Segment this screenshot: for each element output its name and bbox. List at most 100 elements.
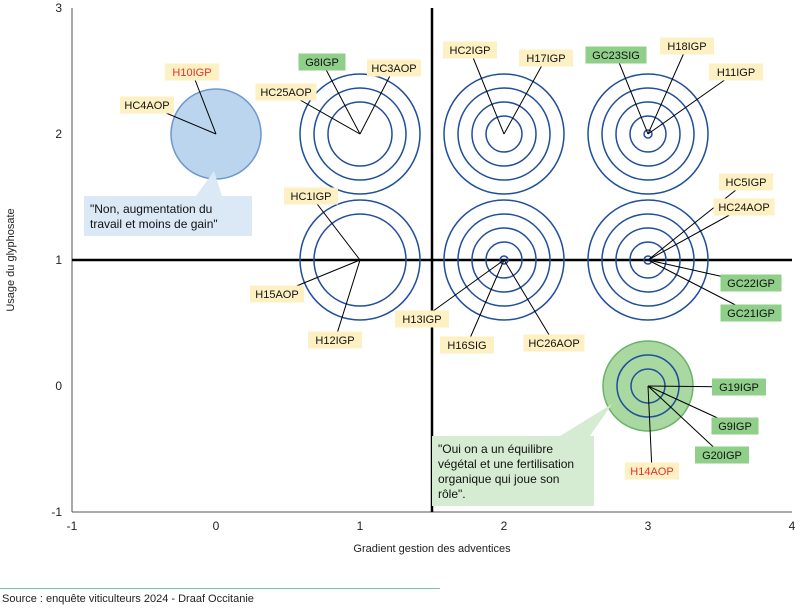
leader-line <box>310 195 361 261</box>
x-tick-label: -1 <box>67 519 78 533</box>
leader-line <box>647 259 752 314</box>
leader-line <box>421 259 505 320</box>
point-label-box <box>713 198 775 216</box>
y-tick-label: 3 <box>55 1 62 15</box>
group-ring <box>299 199 421 321</box>
point-label-text: G9IGP <box>718 421 752 433</box>
leader-line <box>503 57 547 135</box>
point-label-box <box>308 331 362 349</box>
point-label: GC23SIG <box>585 46 647 64</box>
annotation-box <box>432 436 594 506</box>
point-label-box <box>660 37 714 55</box>
leader-line <box>647 181 747 261</box>
group-ring <box>643 129 653 139</box>
point-label: H11IGP <box>709 63 763 81</box>
point-label-box <box>298 53 346 71</box>
group-ring <box>471 227 537 293</box>
x-axis-title: Gradient gestion des adventices <box>353 543 511 555</box>
point-label-text: HC24AOP <box>718 202 769 214</box>
point-label-box <box>284 187 338 205</box>
point-label-box <box>711 417 759 435</box>
point-label: HC25AOP <box>255 83 317 101</box>
group-ring <box>299 73 421 195</box>
point-label-box <box>120 96 174 114</box>
point-label-box <box>720 304 782 322</box>
point-label-text: HC26AOP <box>528 338 579 350</box>
point-label-text: H16SIG <box>447 340 486 352</box>
point-label: H15AOP <box>250 285 304 303</box>
group-ring <box>457 213 551 307</box>
point-label: HC5IGP <box>719 173 773 191</box>
group-ring <box>587 73 709 195</box>
y-tick-label: 0 <box>55 379 62 393</box>
leader-line <box>647 385 723 456</box>
group-ring <box>443 199 565 321</box>
point-label: HC3AOP <box>367 59 421 77</box>
annotation-text-line: travail et moins de gain" <box>90 217 218 231</box>
point-label-text: G20IGP <box>702 450 742 462</box>
point-label-box <box>709 63 763 81</box>
point-label: HC24AOP <box>713 198 775 216</box>
point-label-box <box>712 378 766 396</box>
point-label: H18IGP <box>660 37 714 55</box>
group-ring <box>629 241 667 279</box>
point-label-text: H15AOP <box>255 289 298 301</box>
point-label-text: HC2IGP <box>450 45 491 57</box>
point-label: H16SIG <box>440 336 494 354</box>
point-label-text: H14AOP <box>630 466 673 478</box>
group-ring <box>601 87 695 181</box>
group-ring <box>327 101 393 167</box>
group-ring <box>457 87 551 181</box>
y-tick-label: -1 <box>51 505 62 519</box>
leader-line <box>469 49 505 135</box>
point-label: G20IGP <box>695 446 749 464</box>
group-ring <box>471 101 537 167</box>
point-label-box <box>255 83 317 101</box>
point-label-box <box>523 334 585 352</box>
group-ring <box>643 255 653 265</box>
leader-line <box>615 54 649 135</box>
point-label-text: GC22IGP <box>727 278 775 290</box>
group-ring <box>443 73 565 195</box>
point-label-box <box>585 46 647 64</box>
point-label: H12IGP <box>308 331 362 349</box>
point-label-box <box>519 49 573 67</box>
leader-line <box>647 45 688 135</box>
source-divider <box>0 588 440 589</box>
leader-line <box>191 71 217 135</box>
group-ring <box>313 87 407 181</box>
point-label-text: HC4AOP <box>124 100 169 112</box>
point-label: GC21IGP <box>720 304 782 322</box>
group-ring <box>313 213 407 307</box>
point-label: HC1IGP <box>284 187 338 205</box>
point-label: G19IGP <box>712 378 766 396</box>
y-axis-title: Usage du glyphosate <box>5 208 17 311</box>
leader-line <box>321 61 361 135</box>
x-tick-label: 0 <box>213 519 220 533</box>
source-note: Source : enquête viticulteurs 2024 - Dra… <box>2 593 254 605</box>
point-label-box <box>440 336 494 354</box>
group-ring <box>587 199 709 321</box>
point-label-text: GC21IGP <box>727 308 775 320</box>
point-label-box <box>250 285 304 303</box>
point-label-text: H10IGP <box>172 67 211 79</box>
point-label: H10IGP <box>165 63 219 81</box>
annotation-text-line: organique qui joue son <box>438 472 559 486</box>
point-label: HC26AOP <box>523 334 585 352</box>
group-ring <box>629 115 667 153</box>
group-ring <box>615 101 681 167</box>
point-label-text: HC1IGP <box>291 191 332 203</box>
point-label-text: H18IGP <box>667 41 706 53</box>
x-tick-label: 4 <box>789 519 796 533</box>
point-label-box <box>625 462 679 480</box>
point-label-text: HC5IGP <box>726 177 767 189</box>
annotation-pointer <box>560 404 612 436</box>
leader-line <box>647 385 653 472</box>
leader-line <box>503 259 555 344</box>
point-label-text: H12IGP <box>315 335 354 347</box>
point-label-text: G19IGP <box>719 382 759 394</box>
